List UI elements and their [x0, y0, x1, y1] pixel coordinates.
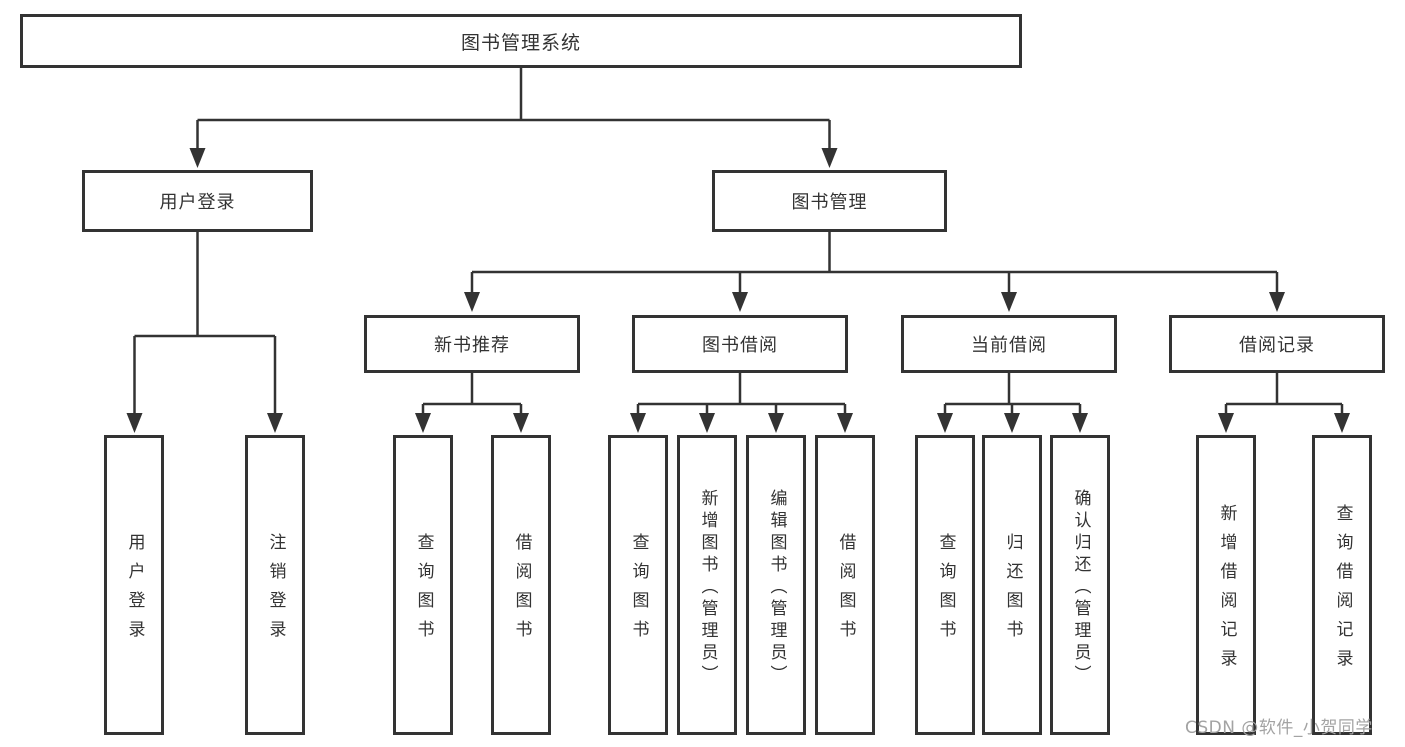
leaf-query-books-recommend: 查询图书: [393, 435, 453, 735]
node-borrowing-records: 借阅记录: [1169, 315, 1385, 373]
connector-root-to-level1: [196, 68, 831, 150]
leaf-logout-login: 注销登录: [245, 435, 305, 735]
leaf-borrow-books-borrowing: 借阅图书: [815, 435, 875, 735]
leaf-user-login-label: 用户登录: [124, 533, 145, 649]
arrowheads: [126, 148, 1350, 433]
leaf-confirm-return-admin-label: 确认归还（管理员）: [1070, 488, 1091, 687]
node-user-login: 用户登录: [82, 170, 313, 232]
connector-book-borrowing-to-leaves: [636, 373, 847, 415]
leaf-return-books: 归还图书: [982, 435, 1042, 735]
leaf-borrow-books-recommend-label: 借阅图书: [511, 533, 532, 649]
leaf-borrow-books-recommend: 借阅图书: [491, 435, 551, 735]
leaf-add-book-admin: 新增图书（管理员）: [677, 435, 737, 735]
node-current-borrowing: 当前借阅: [901, 315, 1117, 373]
leaf-user-login: 用户登录: [104, 435, 164, 735]
connector-user-login-to-leaves: [133, 232, 277, 415]
node-book-borrowing-label: 图书借阅: [702, 335, 778, 356]
leaf-query-books-borrowing-label: 查询图书: [628, 533, 649, 649]
node-root: 图书管理系统: [20, 14, 1022, 68]
node-book-borrowing: 图书借阅: [632, 315, 848, 373]
node-root-label: 图书管理系统: [460, 31, 581, 54]
connector-book-management-to-level2: [470, 232, 1279, 294]
node-book-management: 图书管理: [712, 170, 947, 232]
connector-new-book-recommend-to-leaves: [421, 373, 523, 415]
node-book-management-label: 图书管理: [791, 192, 868, 213]
leaf-logout-login-label: 注销登录: [265, 533, 286, 649]
leaf-query-borrow-record-label: 查询借阅记录: [1332, 504, 1353, 678]
leaf-edit-book-admin: 编辑图书（管理员）: [746, 435, 806, 735]
node-current-borrowing-label: 当前借阅: [971, 335, 1047, 356]
leaf-query-borrow-record: 查询借阅记录: [1312, 435, 1372, 735]
node-new-book-recommend: 新书推荐: [364, 315, 580, 373]
leaf-query-books-current-label: 查询图书: [935, 533, 956, 649]
connector-current-borrowing-to-leaves: [943, 373, 1082, 415]
connector-borrowing-records-to-leaves: [1224, 373, 1344, 415]
leaf-query-books-current: 查询图书: [915, 435, 975, 735]
csdn-watermark: CSDN @软件_小贺同学: [1185, 718, 1373, 738]
node-borrowing-records-label: 借阅记录: [1239, 335, 1315, 356]
leaf-confirm-return-admin: 确认归还（管理员）: [1050, 435, 1110, 735]
leaf-add-borrow-record-label: 新增借阅记录: [1216, 504, 1237, 678]
node-new-book-recommend-label: 新书推荐: [434, 335, 510, 356]
leaf-query-books-borrowing: 查询图书: [608, 435, 668, 735]
leaf-edit-book-admin-label: 编辑图书（管理员）: [766, 488, 787, 687]
leaf-add-borrow-record: 新增借阅记录: [1196, 435, 1256, 735]
node-user-login-label: 用户登录: [159, 192, 236, 213]
leaf-return-books-label: 归还图书: [1002, 533, 1023, 649]
leaf-add-book-admin-label: 新增图书（管理员）: [697, 488, 718, 687]
leaf-borrow-books-borrowing-label: 借阅图书: [835, 533, 856, 649]
leaf-query-books-recommend-label: 查询图书: [413, 533, 434, 649]
